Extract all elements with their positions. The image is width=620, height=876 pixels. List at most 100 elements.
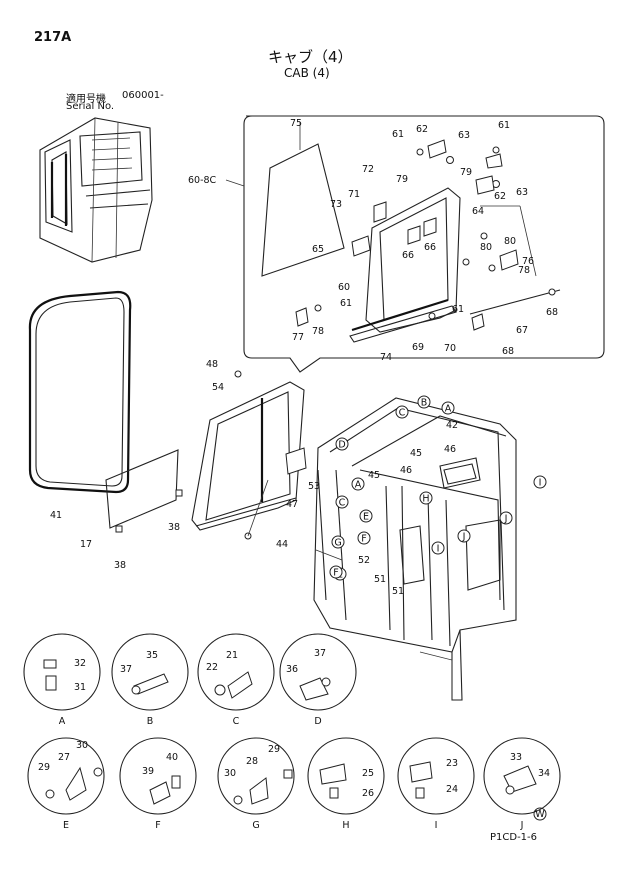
detail-B-part-35: 35 — [146, 650, 158, 661]
detail-C-part-22: 22 — [206, 662, 218, 673]
detail-letter-B: B — [147, 716, 154, 727]
title-english: CAB (4) — [284, 66, 330, 80]
inset-callout-69: 69 — [412, 342, 424, 353]
inset-callout-66: 66 — [424, 242, 436, 253]
circle-letter-F: F — [361, 533, 366, 544]
inset-callout-62: 62 — [494, 191, 506, 202]
inset-callout-62: 62 — [416, 124, 428, 135]
inset-callout-66: 66 — [402, 250, 414, 261]
cab-thumbnail — [39, 117, 153, 263]
circle-letter-I-ring — [533, 475, 547, 489]
main-callout-54: 54 — [212, 382, 224, 393]
circle-letter-D-ring — [335, 437, 349, 451]
cab-frame — [313, 397, 517, 701]
page-number: 217A — [34, 30, 72, 45]
footer-mark-ring — [533, 807, 547, 821]
detail-G-part-30: 30 — [224, 768, 236, 779]
detail-E-part-30: 30 — [76, 740, 88, 751]
drawing-code: P1CD-1-6 — [490, 832, 538, 843]
detail-H-part-26: 26 — [362, 788, 374, 799]
inset-callout-60: 60 — [338, 282, 350, 293]
inset-callout-64: 64 — [472, 206, 484, 217]
detail-D-part-36: 36 — [286, 664, 298, 675]
circle-letter-H: H — [422, 493, 429, 504]
circle-letter-J: J — [462, 531, 466, 542]
inset-callout-68: 68 — [502, 346, 514, 357]
inset-callout-70: 70 — [444, 343, 456, 354]
circle-letter-H-ring — [419, 491, 433, 505]
detail-G-part-28: 28 — [246, 756, 258, 767]
detail-letter-F: F — [155, 820, 160, 831]
main-callout-38: 38 — [114, 560, 126, 571]
detail-E-part-29: 29 — [38, 762, 50, 773]
detail-letter-D: D — [314, 716, 321, 727]
inset-callout-63: 63 — [516, 187, 528, 198]
serial-label-japanese: 適用号機 — [66, 94, 106, 105]
circle-letter-J-ring — [457, 529, 471, 543]
main-callout-47: 47 — [286, 499, 298, 510]
detail-H-part-25: 25 — [362, 768, 374, 779]
main-callout-45: 45 — [410, 448, 422, 459]
detail-A-part-31: 31 — [74, 682, 86, 693]
circle-letter-F-ring — [329, 565, 343, 579]
circle-letter-I-ring — [431, 541, 445, 555]
main-callout-51: 51 — [392, 586, 404, 597]
main-callout-17: 17 — [80, 539, 92, 550]
detail-letter-G: G — [252, 820, 259, 831]
main-callout-53: 53 — [308, 481, 320, 492]
circle-letter-G: G — [334, 537, 341, 548]
inset-callout-79: 79 — [396, 174, 408, 185]
circle-letter-G-ring — [331, 535, 345, 549]
circle-letter-I: I — [539, 477, 542, 488]
door-seal-41 — [28, 290, 132, 494]
circle-letter-A-ring — [351, 477, 365, 491]
main-callout-41: 41 — [50, 510, 62, 521]
inset-callout-72: 72 — [362, 164, 374, 175]
circle-letter-J-ring — [499, 511, 513, 525]
circle-letter-A: A — [445, 403, 452, 414]
detail-A-part-32: 32 — [74, 658, 86, 669]
main-callout-46: 46 — [444, 444, 456, 455]
circle-letter-B: B — [421, 397, 428, 408]
inset-callout-61: 61 — [498, 120, 510, 131]
serial-label-english: Serial No. — [66, 101, 115, 112]
detail-I-part-23: 23 — [446, 758, 458, 769]
detail-letter-I: I — [435, 820, 438, 831]
main-callout-38: 38 — [168, 522, 180, 533]
title-japanese: キャブ（4） — [268, 48, 353, 66]
inset-callout-61: 61 — [392, 129, 404, 140]
main-callout-46: 46 — [400, 465, 412, 476]
detail-letter-C: C — [233, 716, 240, 727]
circle-letter-F: F — [333, 567, 338, 578]
inset-frame — [225, 115, 605, 373]
main-callout-48: 48 — [206, 359, 218, 370]
inset-callout-75: 75 — [290, 118, 302, 129]
inset-callout-80: 80 — [480, 242, 492, 253]
inset-callout-61: 61 — [452, 304, 464, 315]
inset-callout-67: 67 — [516, 325, 528, 336]
inset-callout-68: 68 — [546, 307, 558, 318]
main-callout-42: 42 — [446, 420, 458, 431]
inset-callout-65: 65 — [312, 244, 324, 255]
detail-G-part-29: 29 — [268, 744, 280, 755]
inset-callout-77: 77 — [292, 332, 304, 343]
detail-C-part-21: 21 — [226, 650, 238, 661]
inset-callout-80: 80 — [504, 236, 516, 247]
circle-letter-B-ring — [417, 395, 431, 409]
main-callout-44: 44 — [276, 539, 288, 550]
window-glass-17 — [105, 449, 183, 533]
detail-letter-A: A — [59, 716, 66, 727]
inset-callout-74: 74 — [380, 352, 392, 363]
detail-letter-H: H — [342, 820, 349, 831]
detail-J-part-33: 33 — [510, 752, 522, 763]
main-callout-52: 52 — [358, 555, 370, 566]
circle-letter-I: I — [437, 543, 440, 554]
detail-F-part-40: 40 — [166, 752, 178, 763]
circle-letter-A: A — [355, 479, 362, 490]
inset-callout-73: 73 — [330, 199, 342, 210]
circle-letter-C: C — [399, 407, 406, 418]
circle-letter-C-ring — [335, 495, 349, 509]
inset-callout-61: 61 — [340, 298, 352, 309]
detail-letter-E: E — [63, 820, 69, 831]
